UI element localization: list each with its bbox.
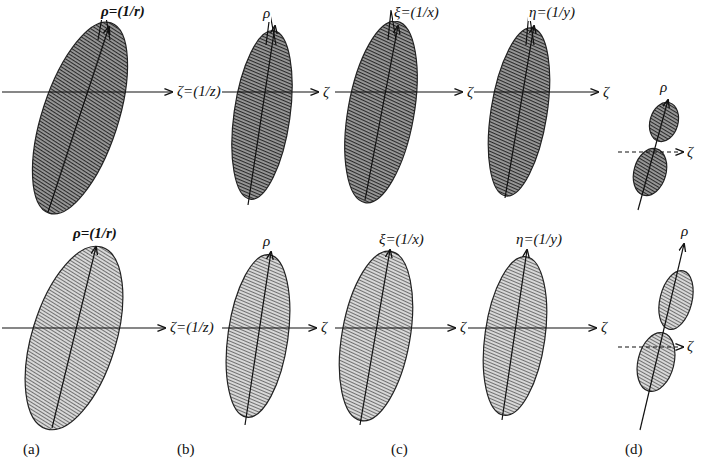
panel-label: (b) <box>176 440 196 458</box>
axis-label: ζ <box>686 337 694 355</box>
panel-label: (c) <box>390 440 409 458</box>
axis-label: η=(1/y) <box>528 3 576 21</box>
axis-label: η=(1/y) <box>515 230 563 248</box>
axis-label: ρ <box>659 78 668 96</box>
axis-label: ζ <box>686 143 694 161</box>
peak-spike <box>98 6 534 45</box>
surface-blob <box>13 11 683 225</box>
axis-label: ζ=(1/z) <box>176 82 222 100</box>
panel-label: (d) <box>624 440 644 458</box>
axis-label: ζ <box>320 318 328 336</box>
axis-label: ζ=(1/z) <box>169 318 215 336</box>
axis-label: ρ <box>262 4 271 22</box>
axis-label: ρ <box>262 232 271 250</box>
axis-label: ζ <box>322 83 330 101</box>
axis-label: ζ <box>602 83 610 101</box>
axis-label: ρ=(1/r) <box>100 2 146 20</box>
axis-line <box>2 92 683 347</box>
axis-label: ξ=(1/x) <box>378 230 425 248</box>
axis-label: ρ=(1/r) <box>72 224 118 242</box>
panel-label: (a) <box>22 440 41 458</box>
axis-label: ζ <box>466 83 474 101</box>
axis-line <box>48 26 684 430</box>
axis-label: ξ=(1/x) <box>393 3 440 21</box>
axis-label: ρ <box>680 222 689 240</box>
axis-label: ζ <box>600 318 608 336</box>
surface-blob <box>6 235 699 441</box>
axis-label: ζ <box>459 318 467 336</box>
